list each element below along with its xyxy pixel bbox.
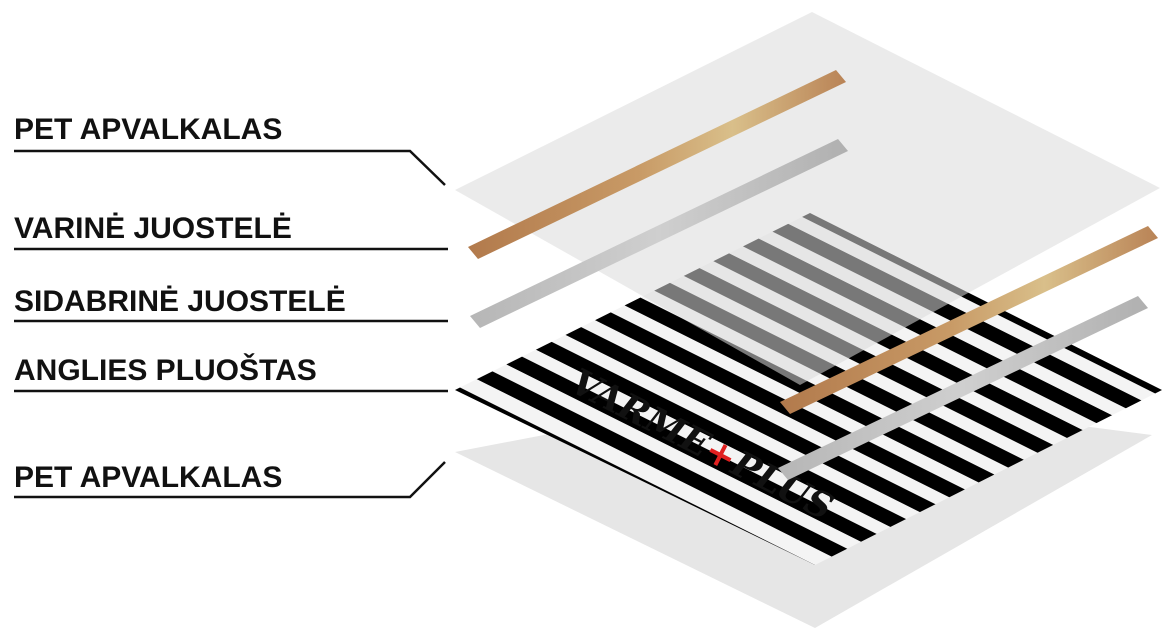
label-copper-strip: VARINĖ JUOSTELĖ [14, 212, 292, 245]
copper-strip-lower [780, 226, 1158, 414]
label-pet-top: PET APVALKALAS [14, 113, 282, 146]
carbon-stripe [455, 348, 1008, 565]
pet-film-top [455, 12, 1160, 385]
label-pet-bottom: PET APVALKALAS [14, 461, 282, 494]
label-carbon-fiber: ANGLIES PLUOŠTAS [14, 353, 317, 387]
copper-strip-upper [468, 70, 846, 259]
label-silver-strip: SIDABRINĖ JUOSTELĖ [14, 285, 346, 318]
carbon-stripe [471, 334, 1038, 565]
silver-strip-upper [470, 139, 848, 328]
leader-pet-bottom [14, 461, 446, 499]
leader-pet-top [14, 149, 446, 186]
silver-strip-lower [778, 296, 1148, 480]
